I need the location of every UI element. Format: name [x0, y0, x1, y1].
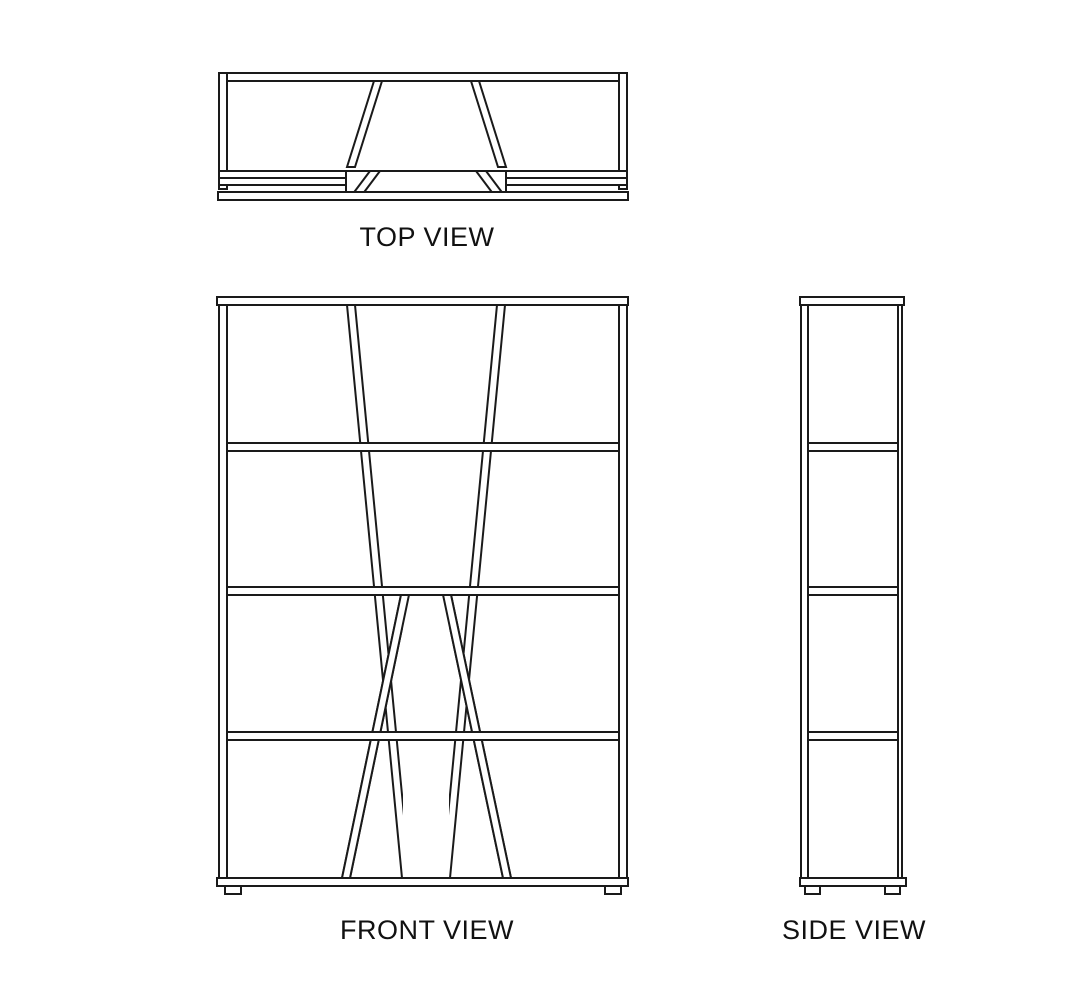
- top-view-right-side: [618, 72, 628, 190]
- side-view-front-foot: [804, 885, 821, 895]
- front-view-drawing: [216, 296, 629, 895]
- side-view-drawing: [799, 296, 907, 895]
- front-view-label: FRONT VIEW: [339, 915, 515, 945]
- top-view-label: TOP VIEW: [359, 222, 495, 252]
- top-view-right-brace: [469, 80, 508, 168]
- front-view-left-foot: [224, 885, 242, 895]
- side-view-back-foot: [884, 885, 901, 895]
- side-view-shelf-1: [807, 442, 899, 452]
- front-view-shelf-1: [226, 442, 620, 452]
- side-view-front-upright: [800, 304, 809, 879]
- side-view-base: [799, 877, 907, 887]
- side-view-top-board: [799, 296, 905, 306]
- front-view-shelf-3: [226, 731, 620, 741]
- front-view-right-side: [618, 304, 628, 879]
- top-view-left-side: [218, 72, 228, 190]
- top-view-left-brace: [345, 80, 384, 168]
- front-view-base: [216, 877, 629, 887]
- front-view-shelf-2: [226, 586, 620, 596]
- front-view-right-foot: [604, 885, 622, 895]
- side-view-shelf-3: [807, 731, 899, 741]
- top-view-drawing: [217, 72, 629, 201]
- side-view-shelf-2: [807, 586, 899, 596]
- front-view-top-board: [216, 296, 629, 306]
- front-view-left-side: [218, 304, 228, 879]
- top-view-back-rail: [218, 72, 628, 82]
- top-view-plinth: [217, 191, 629, 201]
- side-view-label: SIDE VIEW: [781, 915, 927, 945]
